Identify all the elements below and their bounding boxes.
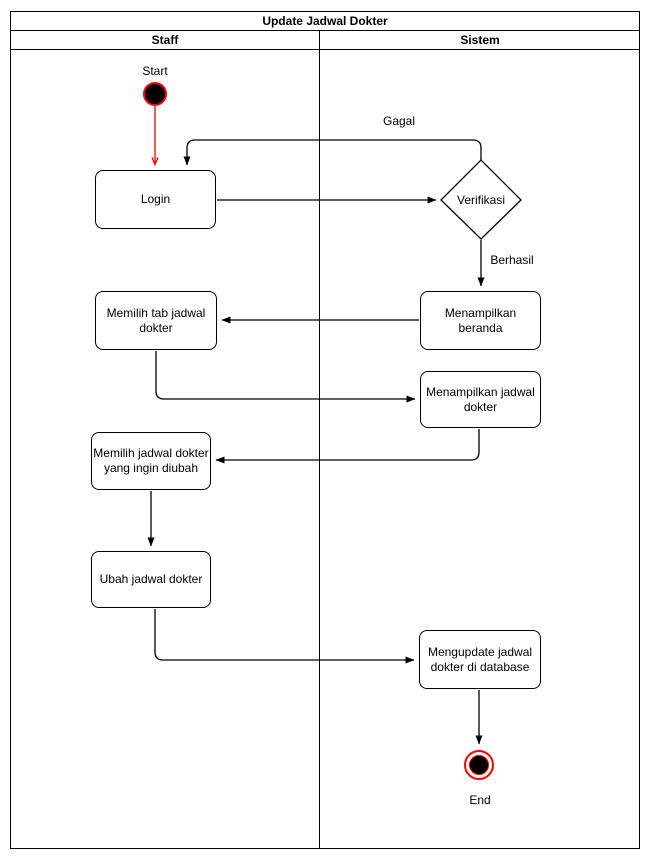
title-separator-line xyxy=(10,30,640,31)
edge-ubah-to-mengupdate xyxy=(154,609,415,664)
end-node-label: End xyxy=(469,793,491,807)
edge-label-gagal: Gagal xyxy=(382,114,416,128)
lane-header-sistem: Sistem xyxy=(460,32,500,47)
start-node xyxy=(143,82,167,106)
node-login-label: Login xyxy=(140,192,171,206)
node-mengupdate-jadwal-dokter: Mengupdate jadwal dokter di database xyxy=(419,630,541,689)
edge-label-berhasil: Berhasil xyxy=(490,253,534,267)
node-memilih-tab-label-line2: dokter xyxy=(139,320,173,335)
node-login: Login xyxy=(95,170,216,229)
edge-menampilkan-jadwal-to-memilih-jadwal xyxy=(215,429,480,464)
lane-divider-line xyxy=(319,30,320,849)
node-menampilkan-jadwal-label-line2: dokter xyxy=(463,399,498,414)
node-memilih-tab-label-line1: Memilih tab jadwal xyxy=(106,305,206,320)
edge-verifikasi-gagal-to-login xyxy=(183,139,482,166)
node-memilih-jadwal-dokter: Memilih jadwal dokter yang ingin diubah xyxy=(91,432,211,490)
node-beranda-label-line1: Menampilkan xyxy=(444,305,517,320)
node-memilih-tab-jadwal-dokter: Memilih tab jadwal dokter xyxy=(95,291,217,350)
node-mengupdate-label-line2: dokter di database xyxy=(430,659,530,674)
node-beranda-label-line2: beranda xyxy=(458,320,503,335)
lane-header-staff: Staff xyxy=(151,32,179,47)
node-menampilkan-jadwal-dokter: Menampilkan jadwal dokter xyxy=(420,371,541,428)
node-ubah-jadwal-dokter: Ubah jadwal dokter xyxy=(91,551,211,608)
decision-verifikasi-label: Verifikasi xyxy=(456,193,506,207)
end-node xyxy=(464,750,494,780)
end-node-inner-circle xyxy=(469,755,489,775)
node-memilih-jadwal-label-line2: yang ingin diubah xyxy=(103,461,199,475)
swimlane-frame xyxy=(10,11,640,849)
header-separator-line xyxy=(10,49,640,50)
node-menampilkan-jadwal-label-line1: Menampilkan jadwal xyxy=(426,384,535,399)
node-menampilkan-beranda: Menampilkan beranda xyxy=(420,291,541,350)
diagram-title: Update Jadwal Dokter xyxy=(262,13,388,28)
node-memilih-jadwal-label-line1: Memilih jadwal dokter xyxy=(93,446,209,460)
node-mengupdate-label-line1: Mengupdate jadwal xyxy=(427,644,533,659)
start-node-label: Start xyxy=(142,64,168,78)
edge-memilih-tab-to-menampilkan-jadwal xyxy=(155,351,416,403)
node-ubah-label: Ubah jadwal dokter xyxy=(99,572,203,586)
decision-verifikasi-shape xyxy=(440,159,522,240)
